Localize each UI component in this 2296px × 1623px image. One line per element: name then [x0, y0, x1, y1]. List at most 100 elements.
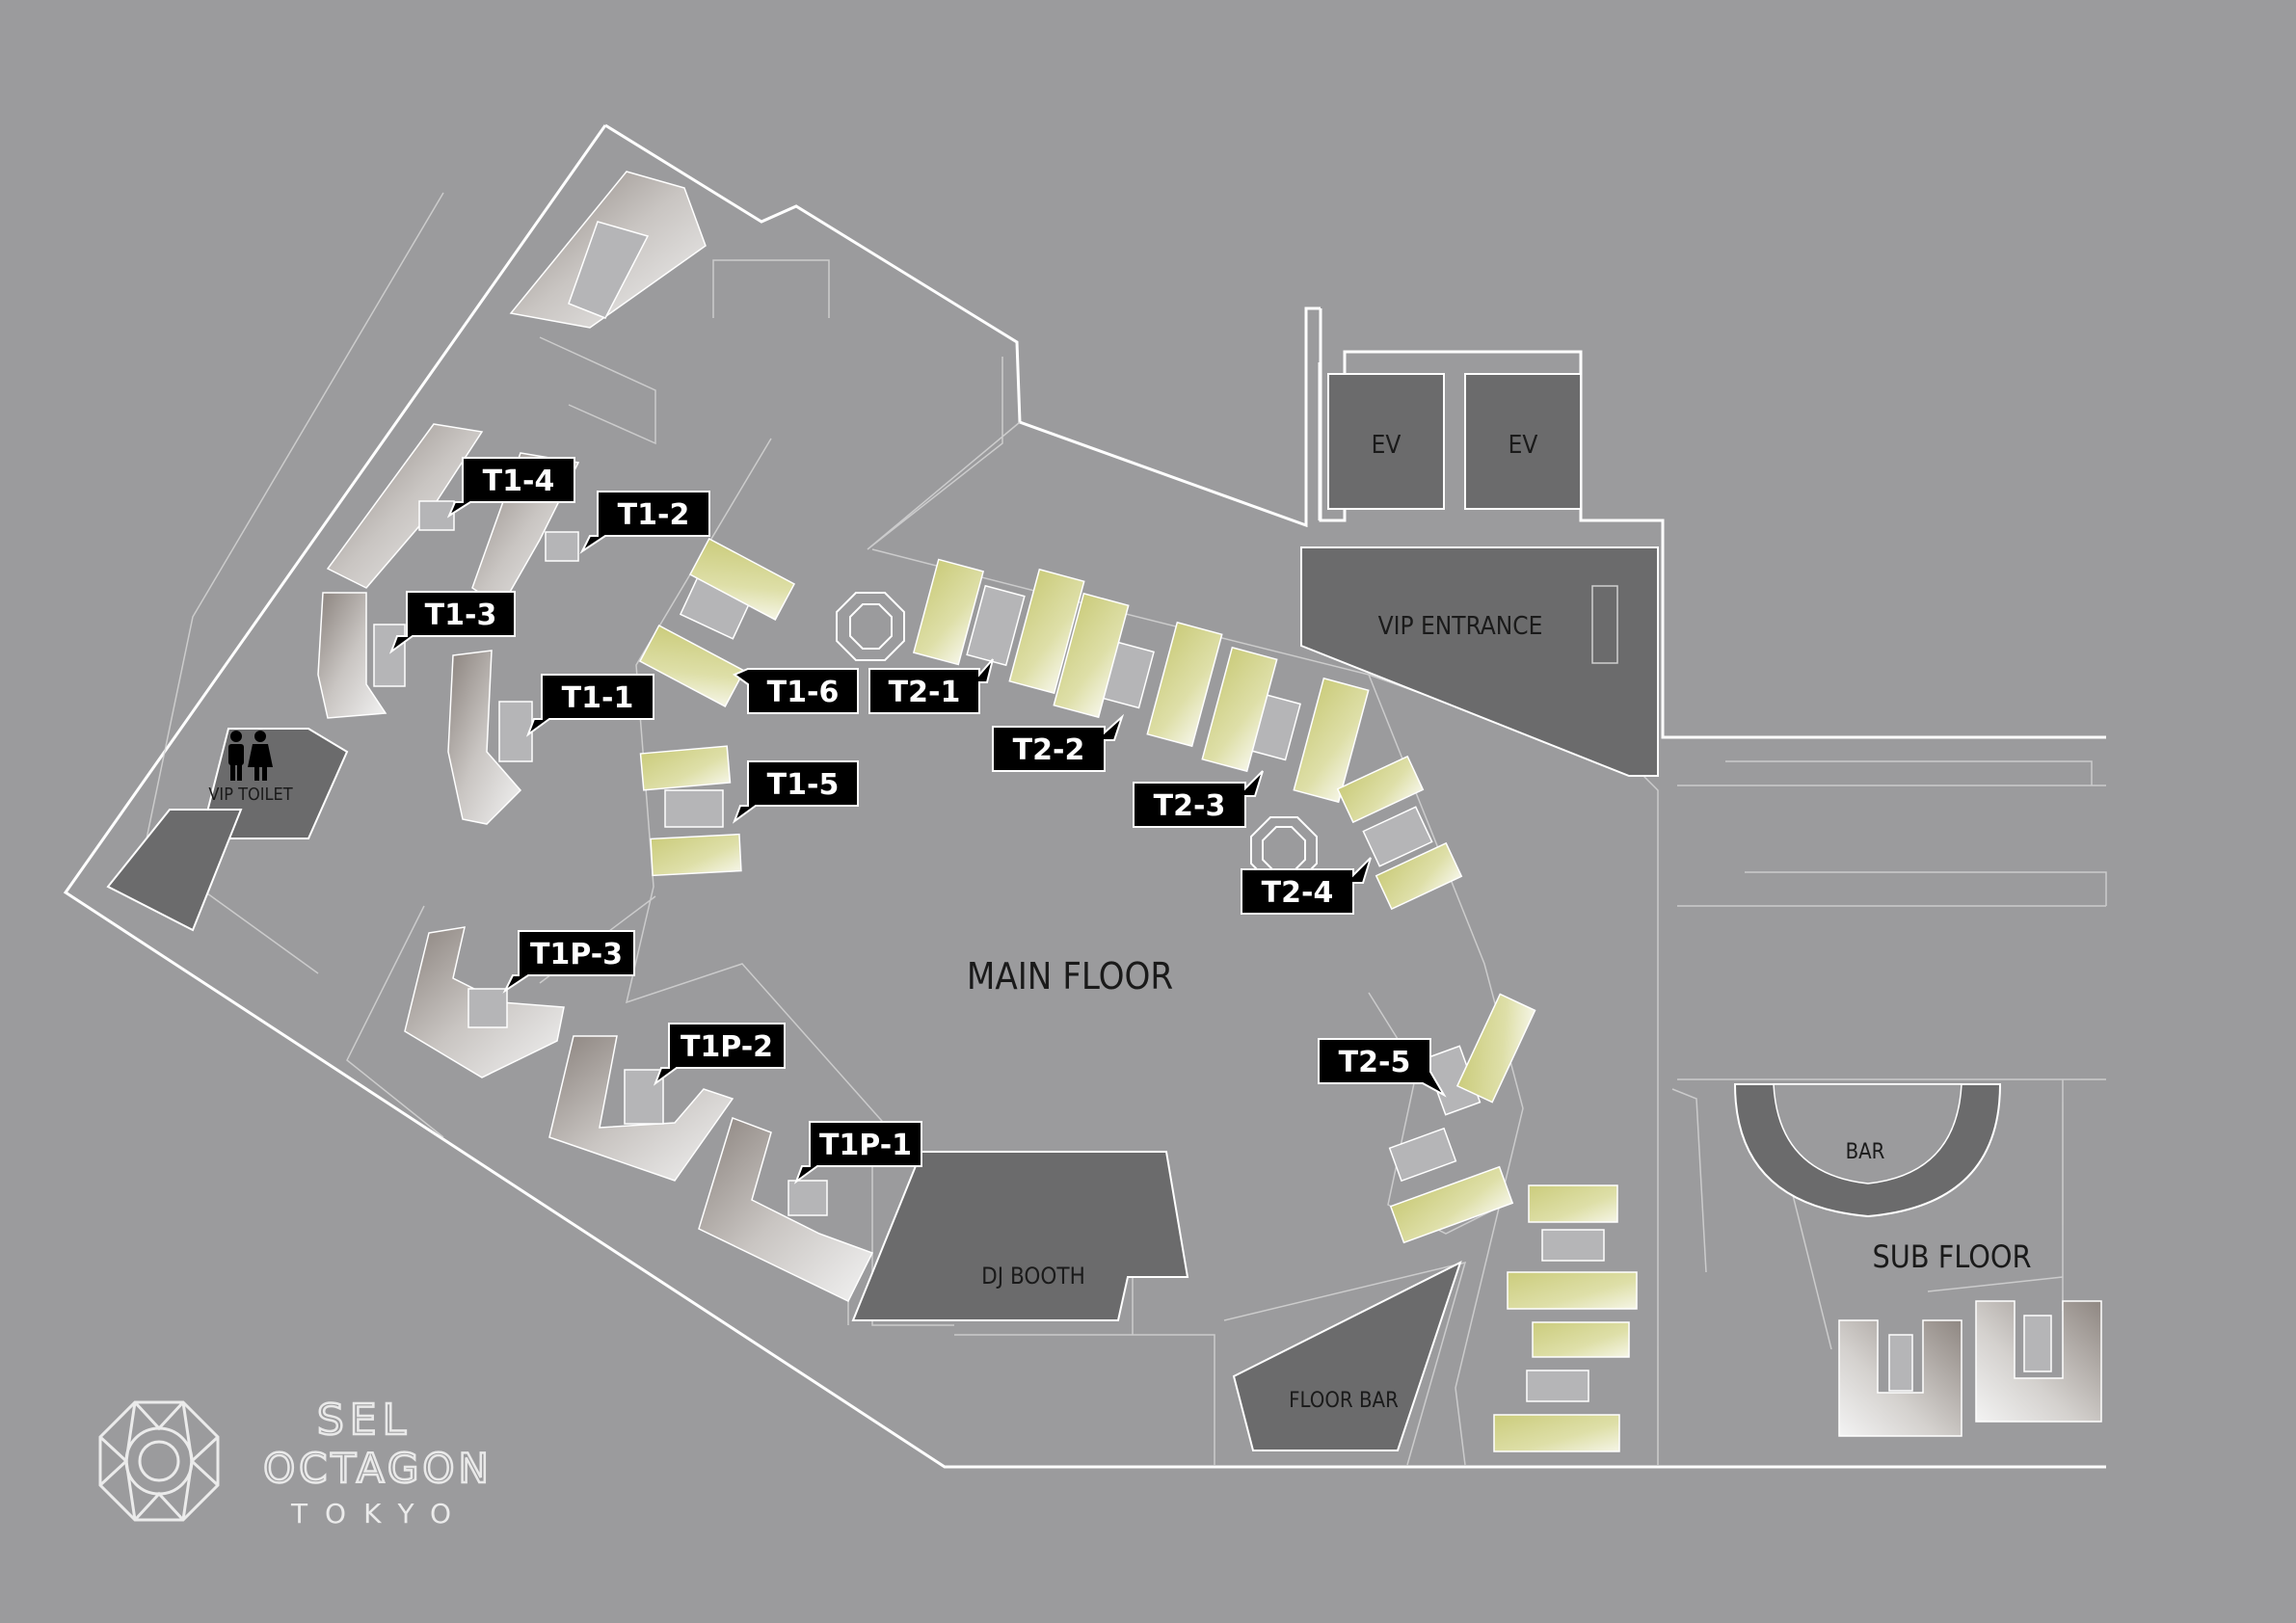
tag-t1-4[interactable]: T1-4 — [446, 457, 575, 519]
table-floor-1 — [1541, 1229, 1605, 1262]
yellow-sofas — [638, 537, 1638, 1452]
logo-line-3: TOKYO — [290, 1498, 468, 1530]
tag-t1-1-label: T1-1 — [562, 681, 634, 715]
logo-line-2: OCTAGON — [263, 1445, 493, 1492]
tag-t1-3-label: T1-3 — [425, 599, 497, 632]
table-t1p-3 — [467, 988, 508, 1028]
tag-t1-6[interactable]: T1-6 — [732, 668, 859, 714]
table-t1-3 — [373, 624, 406, 687]
vip-toilet-label: VIP TOILET — [208, 785, 292, 805]
sofa-t1-4 — [326, 423, 484, 589]
tag-t2-4-label: T2-4 — [1262, 876, 1334, 910]
table-t1p-1 — [788, 1180, 828, 1216]
elevator-right — [1464, 373, 1582, 510]
tag-t1-6-label: T1-6 — [767, 676, 840, 709]
sofa-floor-2 — [1507, 1271, 1638, 1310]
tag-t1-5-label: T1-5 — [767, 768, 840, 802]
main-floor-label: MAIN FLOOR — [967, 955, 1173, 998]
neutral-sofas — [317, 171, 874, 1302]
sofa-t1p-2 — [548, 1035, 734, 1182]
table-sub-2 — [2023, 1315, 2052, 1372]
tag-t1-1[interactable]: T1-1 — [525, 674, 654, 737]
logo-line-1: SEL — [317, 1396, 412, 1445]
brand-logo-text: SEL OCTAGON TOKYO — [262, 1395, 493, 1530]
sofa-t1-1 — [447, 650, 522, 825]
sofa-t2-4-top — [1336, 755, 1425, 824]
sofa-t1-6-bottom — [638, 624, 746, 708]
tag-t1p-1[interactable]: T1P-1 — [793, 1121, 922, 1184]
tag-t1-5[interactable]: T1-5 — [732, 760, 859, 824]
table-sub-1 — [1888, 1334, 1913, 1392]
tag-t2-5-label: T2-5 — [1339, 1046, 1411, 1079]
table-floor-2 — [1526, 1370, 1589, 1402]
tag-t2-5[interactable]: T2-5 — [1318, 1038, 1447, 1098]
sofa-t1-5-bottom — [650, 833, 742, 877]
table-t1-2 — [545, 531, 579, 562]
dj-booth-label: DJ BOOTH — [981, 1263, 1085, 1290]
tag-t1-2[interactable]: T1-2 — [579, 491, 710, 554]
sofa-floor-4 — [1493, 1414, 1620, 1452]
tag-t1p-2[interactable]: T1P-2 — [653, 1023, 786, 1086]
tag-t2-2-label: T2-2 — [1013, 733, 1085, 767]
elevator-right-label: EV — [1508, 431, 1538, 460]
sofa-t2-2-right — [1146, 621, 1223, 748]
restroom-icon — [228, 731, 273, 781]
tag-t1-2-label: T1-2 — [618, 498, 690, 532]
table-t1-5 — [664, 789, 724, 828]
sofa-t1-5-top — [639, 745, 732, 791]
sofa-t1p-1 — [698, 1117, 874, 1302]
octagon-logo-icon — [98, 1400, 220, 1522]
tag-t1p-3-label: T1P-3 — [530, 938, 623, 971]
tag-t1-3[interactable]: T1-3 — [388, 591, 516, 654]
tag-t2-2[interactable]: T2-2 — [992, 713, 1125, 772]
area-labels: MAIN FLOOR SUB FLOOR VIP ENTRANCE VIP TO… — [208, 431, 2031, 1413]
sofa-t2-5-right — [1455, 993, 1536, 1104]
sofa-t2-3-left — [1201, 646, 1278, 773]
vip-entrance-label: VIP ENTRANCE — [1378, 612, 1543, 641]
sofa-floor-1 — [1528, 1184, 1618, 1223]
vip-entrance-door — [1591, 585, 1618, 664]
sofa-t2-1-left — [912, 558, 985, 666]
sofa-t1-6-top — [688, 537, 796, 622]
bar-label: BAR — [1846, 1140, 1885, 1164]
table-t2-1 — [966, 584, 1026, 667]
table-t1-1 — [498, 701, 533, 762]
sofa-t2-1-right — [1008, 568, 1085, 695]
sofa-sub-2 — [1975, 1300, 2102, 1423]
bar-counter-inner — [1773, 1083, 1962, 1184]
pillar-left — [836, 592, 905, 661]
vip-entrance-area — [1300, 546, 1659, 777]
storage-area — [106, 809, 243, 932]
sofa-t2-5-bottom — [1389, 1165, 1514, 1244]
tag-t2-3-label: T2-3 — [1154, 789, 1226, 823]
tag-t1p-1-label: T1P-1 — [819, 1129, 912, 1162]
table-t2-4 — [1362, 806, 1433, 867]
tag-t2-1-label: T2-1 — [889, 676, 961, 709]
table-top-lounge — [568, 221, 650, 319]
sofa-t1-3 — [317, 592, 387, 719]
tag-t2-3[interactable]: T2-3 — [1133, 770, 1264, 828]
pillar-left-inner — [849, 603, 893, 650]
dj-booth-area — [851, 1151, 1189, 1321]
elevator-left-label: EV — [1372, 431, 1402, 460]
sub-floor-sofas — [1838, 1300, 2102, 1437]
sofa-t2-2-left — [1053, 592, 1130, 719]
floor-bar-label: FLOOR BAR — [1289, 1389, 1399, 1413]
sofa-sub-1 — [1838, 1319, 1962, 1437]
tag-t2-1[interactable]: T2-1 — [868, 658, 994, 714]
dark-areas — [106, 373, 2002, 1451]
tag-t1p-2-label: T1P-2 — [681, 1030, 773, 1064]
tag-t1p-3[interactable]: T1P-3 — [502, 930, 635, 994]
sofa-floor-3 — [1532, 1321, 1630, 1358]
elevator-left — [1327, 373, 1445, 510]
tag-t2-4[interactable]: T2-4 — [1241, 857, 1372, 915]
sofa-t2-3-right — [1293, 677, 1370, 804]
table-tags: T1-4 T1-2 T1-3 T1-1 T1-6 T1-5 T2 — [388, 457, 1447, 1184]
pillar-right-inner — [1262, 826, 1306, 874]
table-t2-5b — [1388, 1127, 1457, 1183]
floor-bar-area — [1232, 1261, 1462, 1451]
outer-walls — [63, 123, 2106, 1469]
sub-floor-label: SUB FLOOR — [1872, 1238, 2031, 1275]
tag-t1-4-label: T1-4 — [483, 465, 555, 498]
